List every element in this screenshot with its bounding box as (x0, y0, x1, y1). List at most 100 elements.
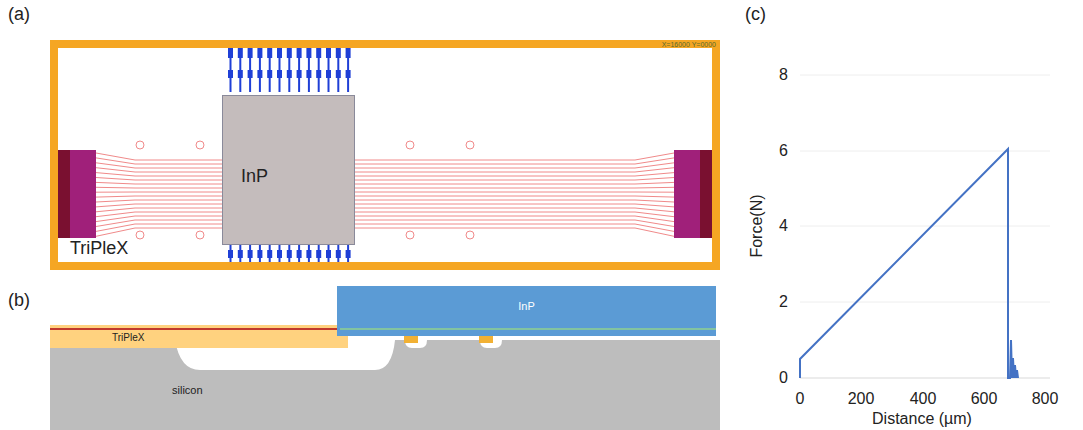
waveguide (355, 168, 674, 172)
electrode (326, 250, 331, 258)
bond-pad (700, 150, 714, 238)
electrode (238, 250, 243, 258)
panel-letter: (c) (745, 4, 766, 25)
solder-bump (479, 336, 493, 343)
waveguide-loop (136, 231, 144, 239)
inp-waveguide (340, 328, 716, 330)
coordinate-readout: X=16000 Y=0000 (662, 41, 716, 49)
electrode (267, 70, 272, 78)
electrode (248, 48, 253, 58)
waveguide (355, 204, 674, 207)
electrode (228, 70, 233, 78)
node-label: InP (518, 300, 535, 313)
electrode (316, 48, 321, 58)
waveguide (96, 173, 225, 176)
waveguide (96, 192, 225, 193)
waveguide (355, 220, 674, 227)
waveguide (96, 187, 225, 189)
waveguide (355, 200, 674, 202)
waveguide-core (50, 328, 348, 330)
waveguide (355, 208, 674, 212)
inp-chip: InP (222, 95, 355, 245)
waveguide (96, 228, 225, 236)
electrode (277, 48, 282, 58)
electrode (316, 70, 321, 78)
waveguide-loop (196, 231, 204, 239)
electrode (267, 250, 272, 258)
waveguide (96, 204, 225, 207)
waveguide (96, 153, 225, 160)
electrode (277, 250, 282, 258)
chip-frame: TriPleXInP (50, 40, 720, 270)
waveguide (96, 158, 225, 164)
waveguide (355, 173, 674, 176)
tick-label: 200 (848, 390, 875, 408)
waveguide (355, 153, 674, 160)
waveguide (96, 208, 225, 212)
waveguide-loop (136, 141, 144, 149)
electrode (248, 250, 253, 258)
waveguide (355, 192, 674, 193)
inp-die: InP (337, 286, 716, 336)
tick-label: 8 (779, 66, 788, 84)
electrode (287, 48, 292, 58)
panel-letter: (a) (8, 4, 30, 25)
electrode (346, 70, 351, 78)
electrode (228, 48, 233, 58)
waveguide (96, 178, 225, 181)
waveguide-loop (406, 141, 414, 149)
waveguide (96, 163, 225, 168)
tick-label: 6 (779, 142, 788, 160)
waveguide-loop (466, 141, 474, 149)
waveguide (96, 182, 225, 184)
silicon-substrate: silicon (150, 378, 250, 408)
waveguide (355, 182, 674, 184)
solder-bump (404, 336, 418, 343)
tick-label: 0 (796, 390, 805, 408)
electrode (248, 70, 253, 78)
electrode (346, 48, 351, 58)
waveguide (355, 216, 674, 222)
waveguide (96, 196, 225, 197)
electrode (306, 70, 311, 78)
node-label: silicon (172, 384, 203, 397)
tick-label: 2 (779, 293, 788, 311)
waveguide (355, 187, 674, 189)
waveguide (355, 178, 674, 181)
electrode (336, 48, 341, 58)
bond-pad (56, 150, 96, 238)
tick-label: 800 (1032, 390, 1059, 408)
force-curve (800, 149, 1018, 378)
electrode (336, 250, 341, 258)
waveguide-loop (466, 231, 474, 239)
electrode (277, 70, 282, 78)
electrode (257, 48, 262, 58)
waveguide (96, 168, 225, 172)
triplex-layer (50, 325, 348, 348)
waveguide (96, 200, 225, 202)
waveguide (96, 220, 225, 227)
electrode (297, 70, 302, 78)
electrode (316, 250, 321, 258)
silicon-substrate (50, 340, 720, 430)
waveguide-loop (406, 231, 414, 239)
electrode (297, 48, 302, 58)
waveguide (96, 216, 225, 222)
chip-ground (54, 44, 716, 266)
electrode (326, 70, 331, 78)
bond-pad (674, 150, 714, 238)
waveguide-loop (196, 141, 204, 149)
node-label: InP (241, 166, 268, 187)
waveguide (355, 158, 674, 164)
inp-die (337, 286, 716, 336)
bond-pad (56, 150, 70, 238)
electrode (346, 250, 351, 258)
electrode (326, 48, 331, 58)
tick-label: 4 (779, 217, 788, 235)
electrode (257, 250, 262, 258)
axis-title: Force(N) (748, 194, 766, 257)
tick-label: 600 (971, 390, 998, 408)
waveguide (355, 228, 674, 236)
waveguide (355, 196, 674, 197)
